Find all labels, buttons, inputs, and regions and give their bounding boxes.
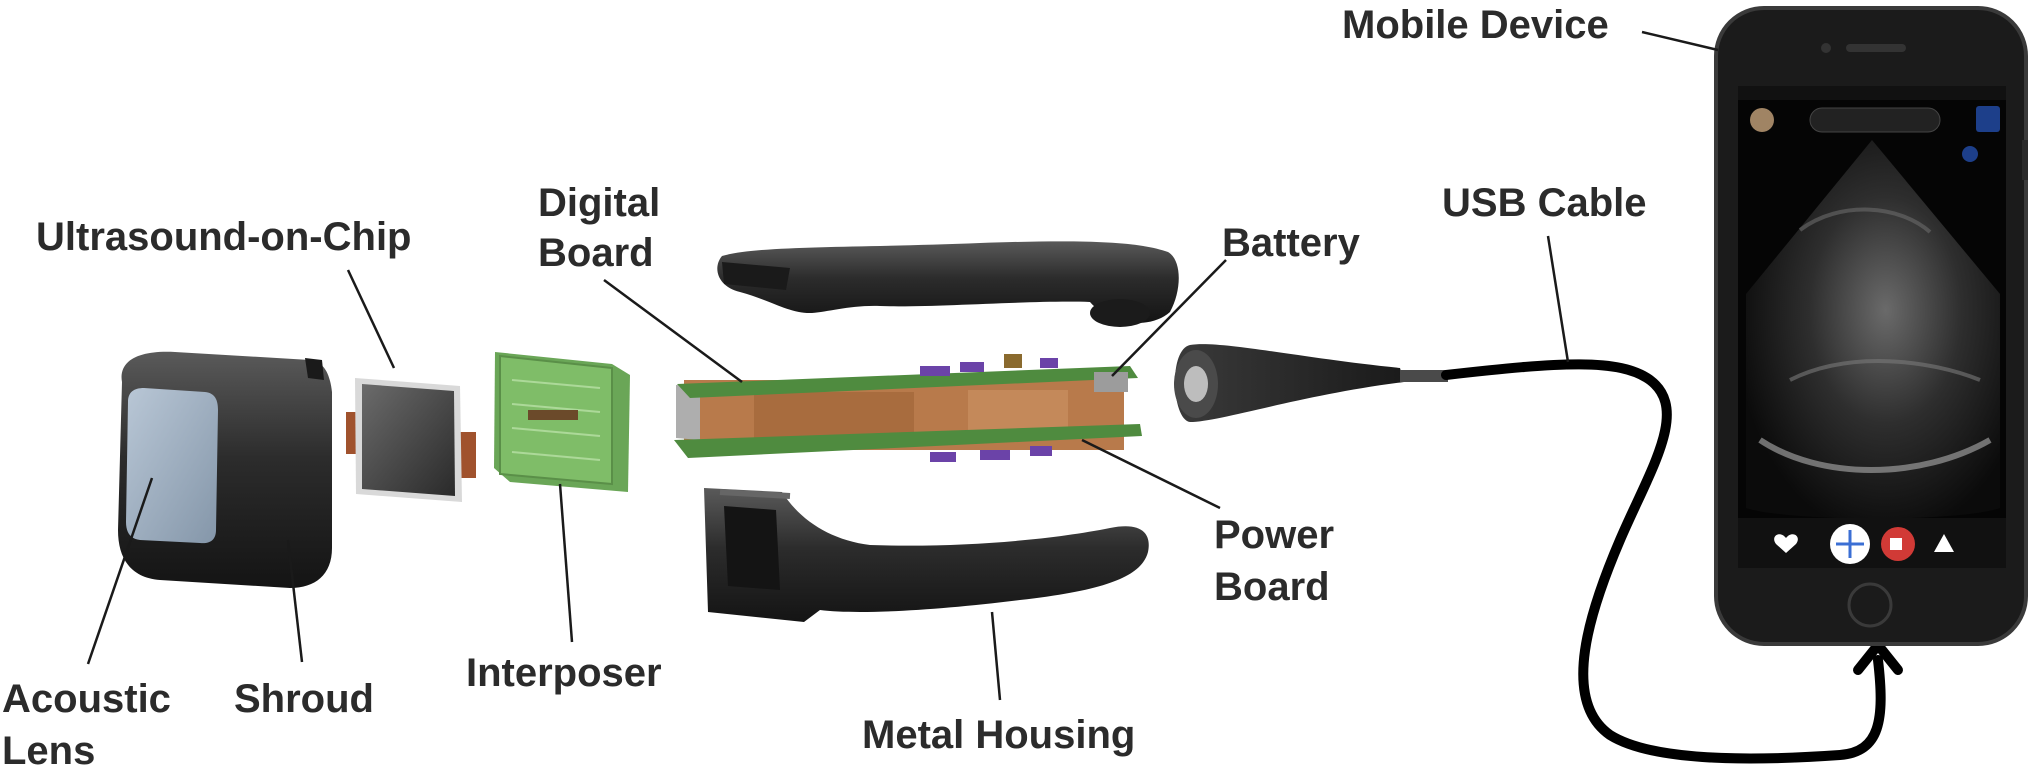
interposer-part bbox=[494, 352, 630, 492]
label-power-board-line1: Power bbox=[1214, 513, 1335, 557]
mobile-device bbox=[1714, 6, 2028, 646]
ultrasound-chip-part bbox=[346, 378, 476, 502]
info-pill bbox=[1809, 107, 1941, 133]
bookmark-icon bbox=[1976, 106, 2000, 132]
leader-usb-cable bbox=[1546, 235, 1570, 363]
leader-digital-board bbox=[603, 278, 743, 384]
label-battery: Battery bbox=[1222, 221, 1360, 265]
label-metal-housing: Metal Housing bbox=[862, 713, 1136, 757]
metal-housing-part bbox=[704, 488, 1149, 622]
leader-battery bbox=[1111, 259, 1227, 377]
label-shroud: Shroud bbox=[234, 677, 374, 721]
home-button bbox=[1847, 582, 1893, 628]
label-ultrasound-on-chip: Ultrasound-on-Chip bbox=[36, 215, 412, 259]
leader-lines bbox=[86, 30, 1719, 701]
usb-cable-line bbox=[1441, 359, 1886, 764]
ultrasound-image bbox=[1746, 140, 2000, 519]
label-acoustic-lens-line1: Acoustic bbox=[2, 677, 171, 721]
leader-metal-housing bbox=[990, 611, 1002, 701]
leader-power-board bbox=[1081, 438, 1221, 510]
leader-ultrasound-chip bbox=[346, 269, 396, 369]
cable-head-part bbox=[1174, 344, 1448, 422]
avatar bbox=[1750, 108, 1774, 132]
leader-shroud bbox=[286, 539, 304, 663]
label-acoustic-lens-line2: Lens bbox=[2, 729, 96, 773]
status-bar bbox=[1738, 86, 2006, 100]
heart-icon bbox=[1774, 534, 1798, 553]
triangle-icon bbox=[1934, 534, 1954, 552]
leader-acoustic-lens bbox=[86, 477, 154, 665]
label-usb-cable: USB Cable bbox=[1442, 181, 1647, 225]
leader-interposer bbox=[558, 483, 574, 643]
label-interposer: Interposer bbox=[466, 651, 662, 695]
label-power-board-line2: Board bbox=[1214, 565, 1330, 609]
board-assembly-part bbox=[674, 354, 1142, 462]
leader-mobile-device bbox=[1641, 30, 1719, 52]
label-digital-board-line2: Board bbox=[538, 231, 654, 275]
top-housing-part bbox=[717, 241, 1179, 327]
label-mobile-device: Mobile Device bbox=[1342, 3, 1609, 47]
acoustic-lens-part bbox=[126, 388, 218, 544]
label-digital-board-line1: Digital bbox=[538, 181, 661, 225]
